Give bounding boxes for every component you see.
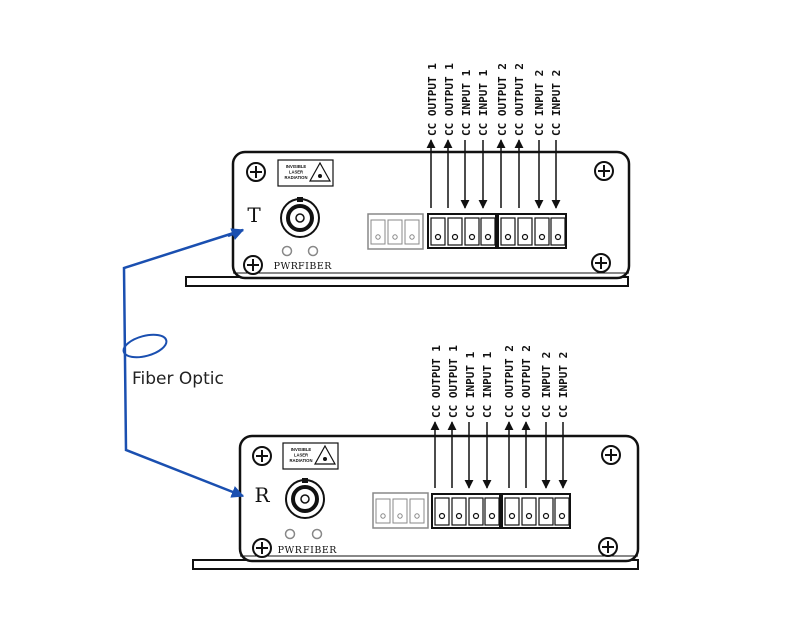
fiber-optic-link: Fiber Optic (122, 228, 245, 498)
port-label: CC INPUT 1 (460, 69, 473, 136)
cc-terminal-block-2[interactable] (501, 493, 571, 529)
port-label: CC INPUT 2 (557, 352, 570, 418)
fiber-cable-line (122, 228, 245, 498)
warning-text-line: INVISIBLE (291, 447, 312, 452)
screw-icon (598, 537, 618, 557)
port-label: CC OUTPUT 2 (513, 63, 526, 136)
pwr-led (284, 528, 296, 540)
warning-text-line: INVISIBLE (286, 164, 307, 169)
power-terminal-block[interactable] (367, 213, 424, 250)
power-terminal-block[interactable] (372, 492, 429, 529)
screw-icon (601, 445, 621, 465)
laser-warning-label: INVISIBLE LASER RADIATION (277, 159, 334, 187)
screw-icon (252, 538, 272, 558)
fiber-bundle-icon (122, 333, 168, 359)
port-label: CC INPUT 1 (464, 351, 477, 418)
port-label: CC INPUT 1 (477, 69, 490, 136)
laser-hazard-icon (313, 444, 337, 465)
port-label: CC OUTPUT 2 (496, 63, 509, 136)
pwr-led-label: PWR (278, 545, 303, 556)
screw-icon (594, 161, 614, 181)
cc-terminal-block-2[interactable] (497, 213, 567, 249)
port-label: CC OUTPUT 1 (447, 345, 460, 418)
pwr-led-label: PWR (274, 261, 299, 272)
fiber-connector-port[interactable] (280, 197, 320, 238)
port-label: CC OUTPUT 2 (503, 345, 516, 418)
warning-text-line: RADIATION (290, 458, 313, 463)
port-label: CC INPUT 1 (481, 351, 494, 418)
receiver-unit: INVISIBLE LASER RADIATION R PWR FIBER (192, 345, 640, 570)
port-label: CC OUTPUT 1 (443, 63, 456, 136)
screw-icon (243, 255, 263, 275)
signal-arrows (430, 421, 568, 489)
unit-letter: T (247, 203, 261, 227)
cc-terminal-block-1[interactable] (427, 213, 497, 249)
warning-text-line: RADIATION (285, 175, 308, 180)
fiber-led-label: FIBER (298, 261, 332, 272)
laser-hazard-icon (308, 161, 332, 182)
warning-text-line: LASER (289, 170, 303, 175)
unit-letter: R (254, 483, 270, 507)
warning-text-line: LASER (294, 453, 308, 458)
fiber-optic-label: Fiber Optic (132, 369, 224, 389)
screw-icon (252, 446, 272, 466)
fiber-led (311, 528, 323, 540)
transmitter-unit: INVISIBLE LASER RADIATION T PWR FIBER (185, 63, 631, 287)
port-label: CC INPUT 2 (533, 70, 546, 136)
port-label: CC INPUT 2 (550, 70, 563, 136)
screw-icon (246, 162, 266, 182)
fiber-led-label: FIBER (303, 545, 337, 556)
port-label: CC OUTPUT 2 (520, 345, 533, 418)
port-label: CC OUTPUT 1 (426, 63, 439, 136)
pwr-led (281, 245, 293, 257)
screw-icon (591, 253, 611, 273)
cc-terminal-block-1[interactable] (431, 493, 501, 529)
laser-warning-label: INVISIBLE LASER RADIATION (282, 442, 339, 470)
port-label: CC OUTPUT 1 (430, 345, 443, 418)
fiber-connector-port[interactable] (285, 478, 325, 519)
fiber-led (307, 245, 319, 257)
signal-arrows (426, 139, 561, 209)
port-label: CC INPUT 2 (540, 352, 553, 418)
